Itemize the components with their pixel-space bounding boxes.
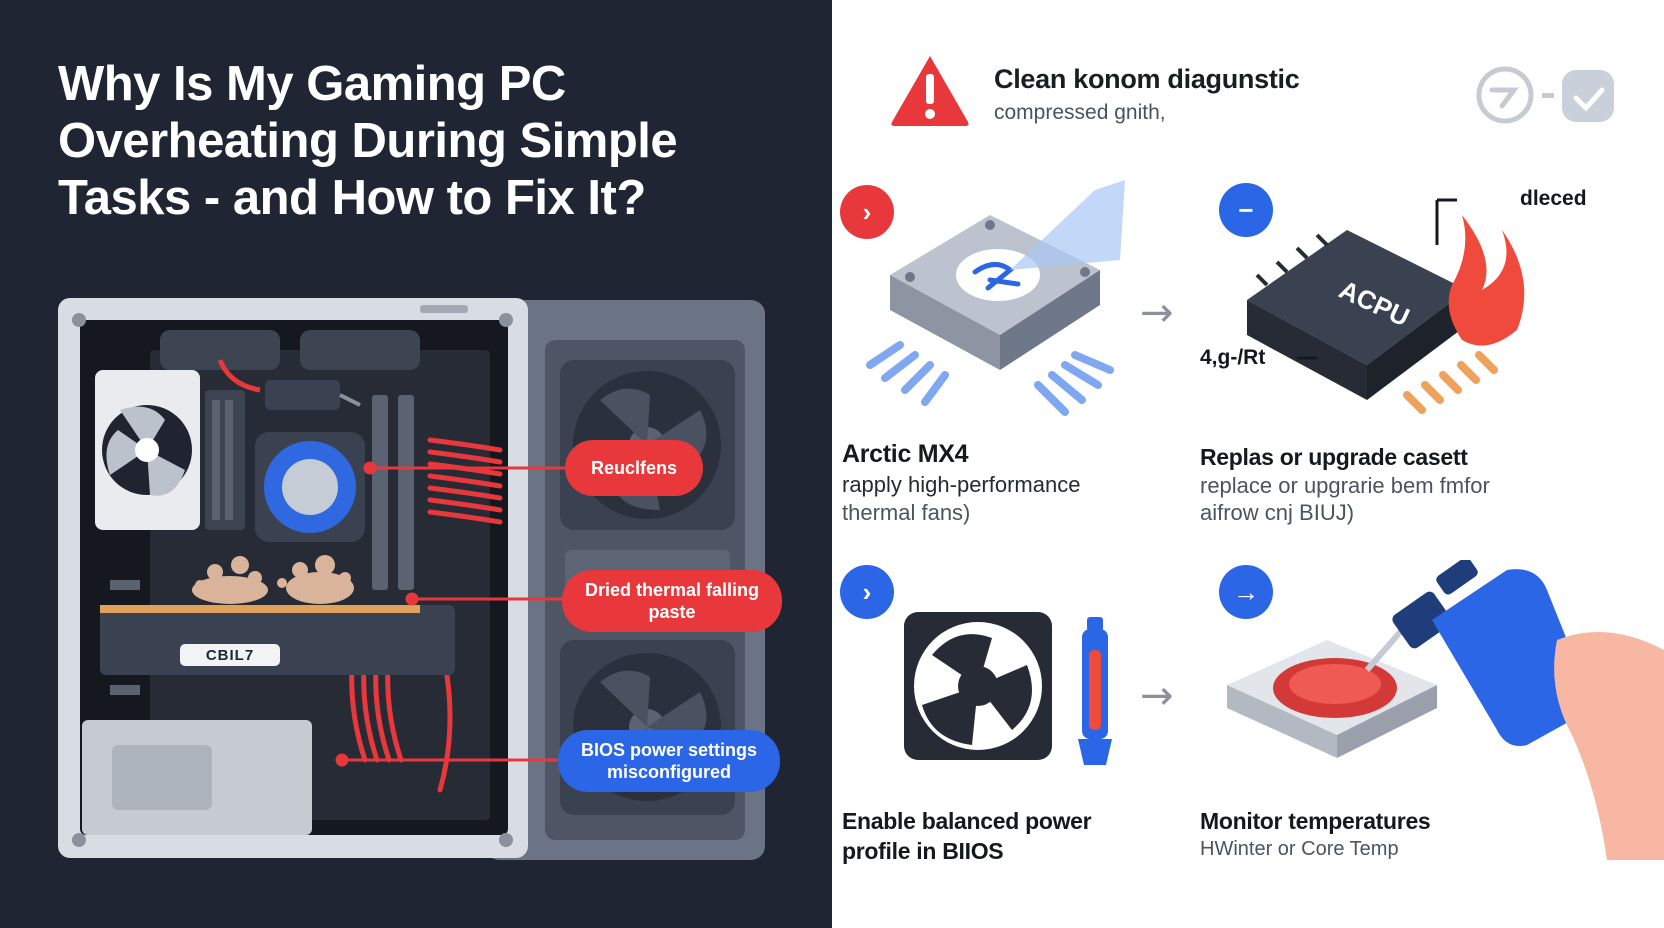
step3-badge: › — [840, 565, 894, 619]
cpu-cooler-heatsink-icon — [866, 180, 1125, 416]
minus-icon: − — [1238, 194, 1254, 225]
header-title: Clean konom diagunstic — [994, 64, 1300, 94]
thermal-paste-tube-icon — [1078, 617, 1112, 765]
step4-title: Monitor temperatures — [1200, 808, 1431, 834]
dust-pile-icon — [192, 555, 354, 604]
flame-icon — [1448, 215, 1525, 346]
step1-title: Arctic MX4 — [842, 440, 969, 468]
step2-title: Replas or upgrade casett — [1200, 444, 1468, 470]
toggle-icons — [1476, 66, 1614, 124]
cpu-cooler-icon — [255, 432, 365, 542]
gpu-label: CBIL7 — [205, 646, 255, 664]
header-subtitle: compressed gnith, — [994, 101, 1166, 124]
cpu-chip-icon: ACPU — [1247, 198, 1525, 414]
callout-bios: BIOS power settings misconfigured — [558, 730, 780, 792]
step1-badge: › — [840, 185, 894, 239]
right-panel: Clean konom diagunstic compressed gnith,… — [832, 0, 1664, 928]
step2-line2: aifrow cnj BIUJ) — [1200, 500, 1355, 525]
spray-bottle-icon — [1364, 560, 1588, 746]
fan-icon — [904, 612, 1052, 760]
arrow-right-icon: → — [1233, 576, 1259, 607]
annotation-top: dleced — [1520, 187, 1587, 210]
rear-fan-icon — [95, 370, 200, 530]
step3-title: Enable balanced power — [842, 808, 1092, 834]
step1-line2: thermal fans) — [842, 500, 971, 525]
step3-line1: profile in BIIOS — [842, 838, 1004, 864]
callout-fans: Reuclfens — [565, 440, 703, 496]
page-title: Why Is My Gaming PC Overheating During S… — [58, 57, 678, 225]
step4-badge: → — [1219, 565, 1273, 619]
chevron-right-icon: › — [862, 196, 872, 227]
left-panel: Why Is My Gaming PC Overheating During S… — [0, 0, 832, 928]
annotation-left: 4,g-/Rt — [1200, 346, 1266, 369]
flow-arrow-1: → — [1140, 290, 1174, 336]
step2-line1: replace or upgrarie bem fmfor — [1200, 473, 1490, 498]
step1-line1: rapply high-performance — [842, 472, 1081, 497]
warning-icon — [891, 56, 969, 126]
flow-arrow-2: → — [1140, 673, 1174, 719]
step4-line1: HWinter or Core Temp — [1200, 838, 1399, 860]
step2-badge: − — [1219, 183, 1273, 237]
monitor-temperatures-illustration — [1227, 560, 1664, 860]
callout-dried-paste: Dried thermal falling paste — [562, 570, 782, 632]
chevron-right-icon: › — [862, 576, 872, 607]
gpu-icon — [100, 605, 455, 675]
